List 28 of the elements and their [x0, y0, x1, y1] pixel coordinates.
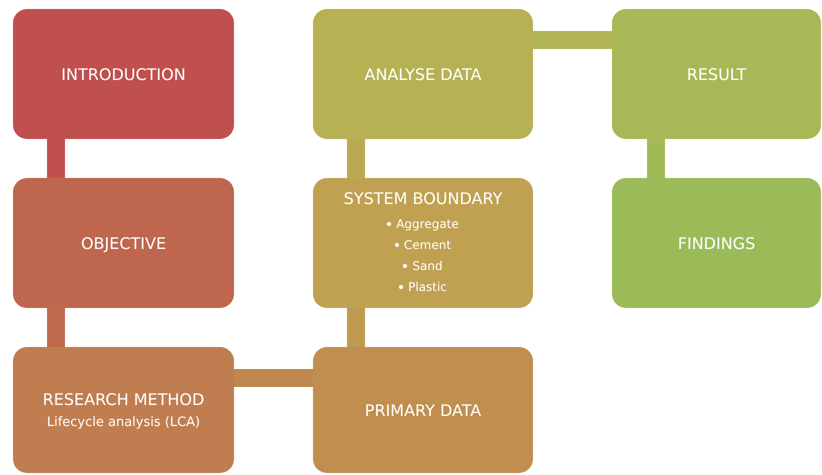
connector-bar: [347, 139, 365, 178]
box-title: RESEARCH METHOD: [42, 390, 204, 409]
box-title: RESULT: [686, 64, 746, 84]
connector-bar: [234, 369, 313, 387]
box-title: ANALYSE DATA: [364, 64, 482, 84]
box-title: OBJECTIVE: [80, 234, 166, 252]
bullet-item: Sand: [412, 258, 443, 274]
process-box: [13, 178, 234, 308]
process-box: [612, 9, 821, 139]
box-title: SYSTEM BOUNDARY: [344, 188, 502, 208]
process-box: [313, 9, 533, 139]
process-box: [13, 9, 234, 139]
connector-bar: [347, 308, 365, 347]
connector-bar: [647, 139, 665, 178]
bullet-item: Aggregate: [396, 216, 459, 232]
box-title: FINDINGS: [678, 234, 756, 252]
process-box: [313, 178, 533, 308]
connector-bar: [533, 31, 612, 49]
process-box: [612, 178, 821, 308]
box-subtitle: Lifecycle analysis (LCA): [46, 415, 200, 430]
process-box: [313, 347, 533, 473]
process-box: [13, 347, 234, 473]
bullet-item: Cement: [404, 236, 452, 254]
bullet-item: Plastic: [408, 278, 447, 296]
box-title: PRIMARY DATA: [364, 400, 482, 420]
connector-bar: [47, 139, 65, 178]
box-title: INTRODUCTION: [61, 64, 186, 84]
connector-bar: [47, 308, 65, 347]
